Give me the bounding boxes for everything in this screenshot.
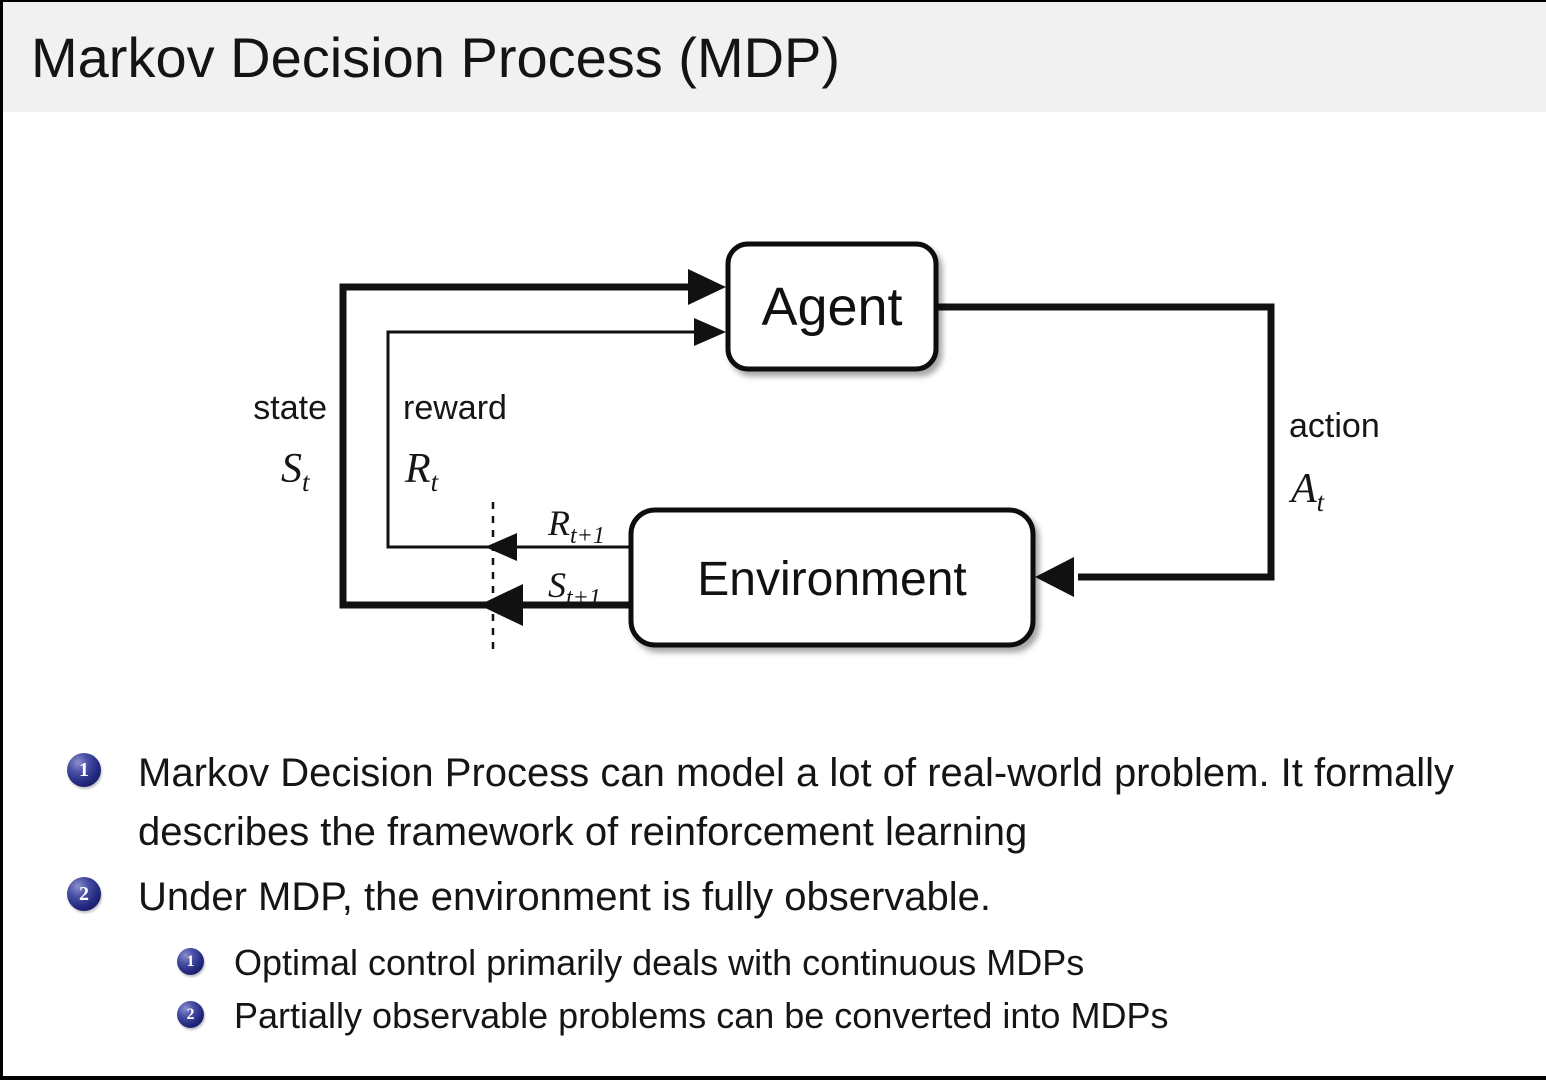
title-bar: Markov Decision Process (MDP) — [3, 2, 1546, 112]
sub-bullet-text: Optimal control primarily deals with con… — [234, 942, 1085, 983]
next-reward-symbol: R — [547, 503, 570, 543]
next-reward-label: Rt+1 — [547, 503, 605, 549]
reward-into-agent-arrowhead-icon — [694, 318, 726, 346]
next-state-symbol: S — [548, 565, 566, 605]
next-reward-subscript: t+1 — [570, 523, 605, 549]
agent-label: Agent — [761, 277, 902, 337]
list-item: 1 Optimal control primarily deals with c… — [177, 938, 1517, 988]
action-symbol-label: At — [1288, 466, 1326, 517]
list-item: 2 Partially observable problems can be c… — [177, 991, 1517, 1041]
next-reward-arrowhead-icon — [485, 533, 517, 561]
action-loop-line — [936, 303, 1275, 581]
next-state-subscript: t+1 — [566, 585, 601, 611]
list-item: 1 Markov Decision Process can model a lo… — [67, 744, 1527, 862]
list-item: 2 Under MDP, the environment is fully ob… — [67, 868, 1527, 927]
reward-symbol-label: Rt — [404, 446, 440, 497]
action-into-environment-arrowhead-icon — [1035, 557, 1074, 597]
state-symbol: S — [281, 446, 302, 492]
bullet-text: Markov Decision Process can model a lot … — [138, 751, 1455, 854]
next-state-arrowhead-icon — [479, 584, 523, 626]
sub-bullet-ball-icon: 1 — [177, 948, 204, 975]
action-subscript: t — [1317, 487, 1326, 517]
reward-word-label: reward — [403, 389, 507, 427]
sub-bullet-ball-icon: 2 — [177, 1001, 204, 1028]
reward-symbol: R — [404, 446, 431, 492]
environment-label: Environment — [697, 553, 966, 606]
state-word-label: state — [253, 389, 327, 427]
page-title: Markov Decision Process (MDP) — [31, 25, 841, 89]
state-subscript: t — [302, 467, 311, 497]
state-symbol-label: St — [281, 446, 311, 497]
agent-box — [725, 241, 939, 372]
bullet-ball-icon: 2 — [67, 877, 101, 911]
state-into-agent-arrowhead-icon — [688, 269, 726, 305]
bullet-text: Under MDP, the environment is fully obse… — [138, 875, 992, 919]
next-state-label: St+1 — [548, 565, 601, 611]
environment-box — [628, 507, 1036, 648]
action-word-label: action — [1289, 407, 1380, 445]
sub-bullet-text: Partially observable problems can be con… — [234, 995, 1169, 1036]
bullet-ball-icon: 1 — [67, 753, 101, 787]
reward-subscript: t — [431, 467, 440, 497]
mdp-diagram: Agent Environment state St reward Rt act… — [253, 241, 1380, 652]
action-symbol: A — [1288, 466, 1317, 512]
